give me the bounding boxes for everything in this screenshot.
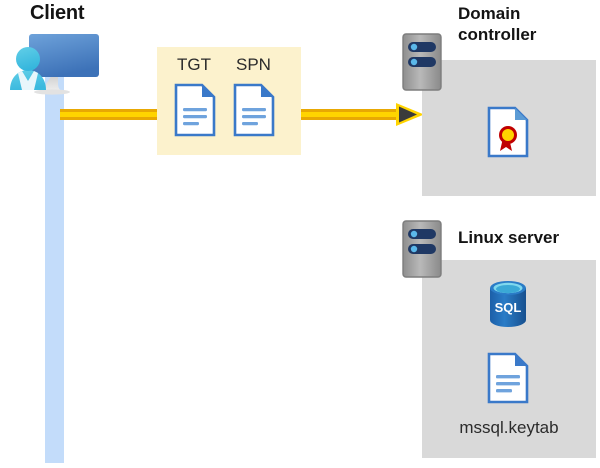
spn-label: SPN xyxy=(236,55,271,74)
sql-database-icon: SQL xyxy=(487,279,529,329)
client-title: Client xyxy=(30,2,85,24)
document-icon xyxy=(487,352,529,404)
linux-server-title: Linux server xyxy=(458,228,560,247)
certificate-document-icon xyxy=(487,106,529,158)
document-icon xyxy=(174,83,216,137)
domain-controller-title: Domain controller xyxy=(458,4,537,44)
server-icon xyxy=(402,220,442,278)
sql-database-label: SQL xyxy=(495,300,522,315)
document-icon xyxy=(233,83,275,137)
server-icon xyxy=(402,33,442,91)
tgt-label: TGT xyxy=(177,55,211,74)
user-with-monitor-icon xyxy=(6,28,102,96)
client-lifeline-bar xyxy=(45,72,64,463)
token-box: TGT SPN xyxy=(157,47,301,155)
keytab-file-label: mssql.keytab xyxy=(459,418,559,437)
